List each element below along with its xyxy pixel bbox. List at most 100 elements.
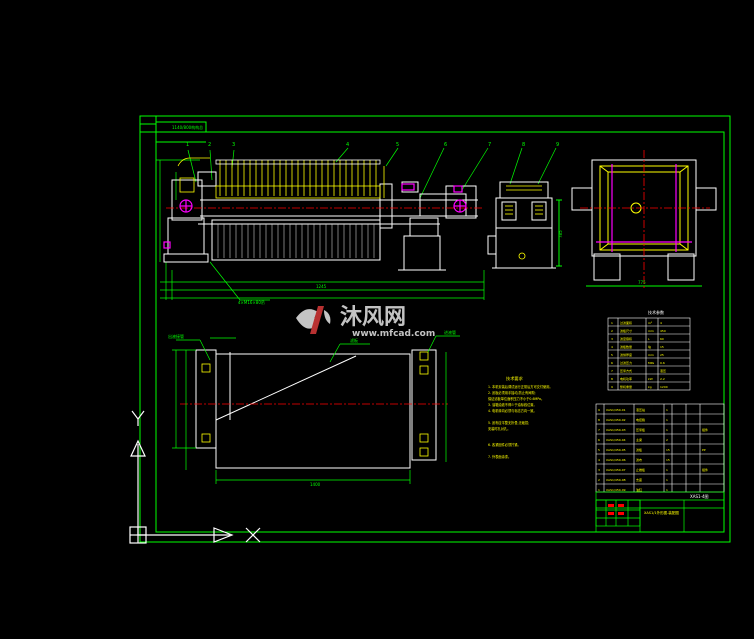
hydraulic-station [487,181,562,269]
param-cell: 2.2 [660,377,665,381]
filter-plate-detail: 出液接管 进液管 滤板 1400 [168,329,460,487]
param-cell: 滤板数量 [620,344,632,349]
bom-cell: PP [702,448,706,452]
bom-cell: 2 [666,438,668,442]
header-left-text: 1140/800构构总 [172,124,203,130]
balloon-1: 1 [186,142,189,148]
label-inlet-pipe: 进液管 [444,329,456,335]
param-cell: 9 [611,385,613,389]
param-cell: 整机重量 [620,384,632,389]
dim-plate-length: 1400 [310,482,321,487]
filter-plates-stack [177,157,385,199]
param-cell: 450 [660,329,666,333]
bom-cell: 组件 [702,427,708,432]
bom-cell: 9 [598,408,600,412]
bom-cell: 1 [598,488,600,492]
watermark-brand: 沐风网 [340,305,406,330]
param-cell: 7 [611,369,613,373]
param-cell: L [648,337,650,341]
param-cell: MPa [648,361,654,365]
balloon-3: 3 [232,142,235,148]
param-cell: 滤饼厚度 [620,352,632,357]
balloon-6: 6 [444,142,447,148]
dim-total-length: 1245 [316,284,327,289]
title-block: XAS1-4图 XAS1/1外形图-装配图 [595,491,725,533]
drawing-title: XAS1/1外形图-装配图 [644,510,679,515]
end-view: 775 [571,150,717,288]
bom-cell: 4 [598,458,600,462]
param-cell: 滤室容积 [620,336,632,341]
bom-cell: 3 [598,468,600,472]
param-cell: 6 [611,361,613,365]
param-cell: 3 [611,337,613,341]
param-cell: 25 [660,353,664,357]
notes-line-6: 5. 滤布应平整无折叠,无破损; [488,420,529,425]
bom-cell: 组件 [702,467,708,472]
bom-cell: 1 [666,488,668,492]
param-cell: 15 [660,345,664,349]
bom-cell: 油缸 [636,487,642,492]
bom-cell: XAS1/450-09 [606,488,626,492]
param-cell: kg [648,385,652,389]
notes-line-9: 7. 外表面涂漆。 [488,454,511,459]
bom-cell: 压紧板 [636,427,645,432]
param-cell: 2 [611,329,613,333]
param-cell: kW [648,377,653,381]
lower-plate-pack [217,224,375,258]
notes-line-2: 2. 滤板必须用手摇动,防止有间隙; [488,390,536,395]
bom-cell: XAS1/450-07 [606,468,626,472]
param-cell: 压紧方式 [620,368,632,373]
param-cell: m² [648,321,653,325]
drawing-frame [139,115,731,543]
bom-cell: 电控箱 [636,417,645,422]
param-cell: 滤板尺寸 [620,328,632,333]
notes-line-1: 1. 本机安装后调试运行正常后方可交付使用。 [488,384,553,389]
dim-hole-spec: 4×M16×80吊 [238,300,265,305]
notes-line-7: 安装时孔对孔。 [488,426,510,431]
bom-cell: XAS1/450-05 [606,448,626,452]
balloon-2: 2 [208,142,211,148]
notes-line-8: 6. 各紧固件必须拧紧。 [488,442,521,447]
param-cell: 1 [611,321,613,325]
bom-cell: 15 [666,448,670,452]
dim-stand-height: 785 [558,230,563,238]
drawing-number: XAS1-4图 [690,493,709,499]
technical-notes: 技术要求 1. 本机安装后调试运行正常后方可交付使用。 2. 滤板必须用手摇动,… [488,375,553,459]
filter-press-front-view: 1 2 3 4 5 6 7 8 9 [156,142,559,305]
param-cell: 8 [611,377,613,381]
param-cell: 4 [611,345,613,349]
param-cell: 过滤面积 [620,320,632,325]
bom-cell: 15 [666,458,670,462]
bom-cell: 主梁 [636,437,642,442]
bom-cell: XAS1/450-08 [606,478,626,482]
param-cell: 4 [660,321,662,325]
bom-cell: 1 [666,428,668,432]
param-cell: 5 [611,353,613,357]
part-balloons: 1 2 3 4 5 6 7 8 9 [186,142,559,148]
notes-line-5: 4. 电机转向必须与标志方向一致。 [488,408,537,413]
param-cell: 0.6 [660,361,665,365]
bom-cell: XAS1/450-02 [606,418,626,422]
bom-cell: 7 [598,428,600,432]
param-cell: mm [648,353,654,357]
bom-cell: XAS1/450-06 [606,458,626,462]
bom-cell: 5 [598,448,600,452]
param-cell: 电机功率 [620,376,632,381]
bom-cell: 1 [666,408,668,412]
balloon-4: 4 [346,142,349,148]
balloon-7: 7 [488,142,491,148]
ucs-axis-icon [129,410,261,544]
bom-cell: 液压站 [636,407,645,412]
bom-cell: 1 [666,468,668,472]
bom-cell: 1 [666,418,668,422]
dim-end-view-width: 775 [638,280,646,285]
notes-line-4: 3. 油箱油液不得少于油标线位置。 [488,402,537,407]
bom-cell: XAS1/450-04 [606,438,626,442]
notes-line-3: 保证滤板单位面积压力不小于0.6MPa。 [488,396,544,401]
watermark-url: www.mfcad.com [352,329,435,339]
notes-title: 技术要求 [506,375,524,382]
bom-cell: 滤布 [636,457,642,462]
bom-cell: 支座 [636,477,642,482]
